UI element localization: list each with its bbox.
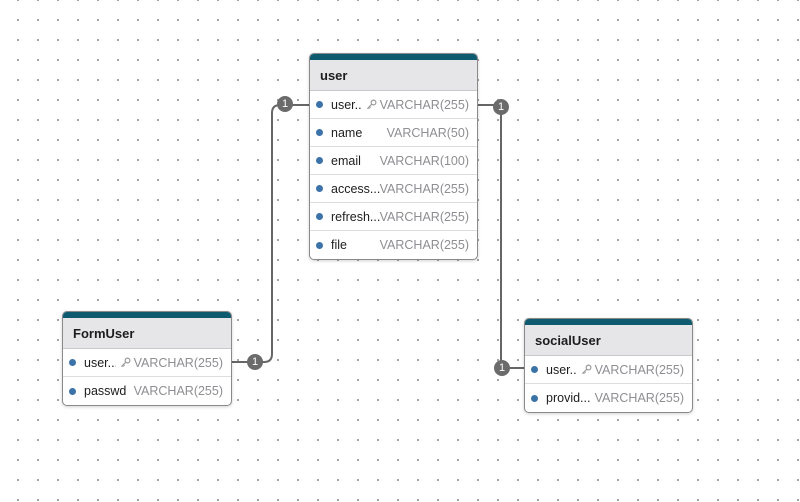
column-dot-icon [316, 129, 323, 136]
column-dot-icon [316, 157, 323, 164]
table-accent-bar [310, 54, 477, 60]
cardinality-badge-user-socialuser-source: 1 [493, 99, 509, 115]
column-dot-icon [69, 359, 76, 366]
column-row[interactable]: access... VARCHAR(255) [310, 175, 477, 203]
table-title[interactable]: FormUser [63, 318, 231, 349]
edge-user-socialuser[interactable] [478, 104, 525, 369]
column-type: VARCHAR(100) [379, 153, 469, 168]
column-dot-icon [316, 101, 323, 108]
table-accent-bar [525, 319, 692, 325]
column-type: VARCHAR(255) [379, 97, 469, 112]
cardinality-badge-user-formuser-source: 1 [277, 96, 293, 112]
column-name: access... [331, 181, 380, 196]
edge-user-formuser[interactable] [232, 104, 309, 363]
key-icon [366, 99, 377, 110]
column-name: file [331, 238, 347, 252]
column-list: user... VARCHAR(255) provid... VARCHAR(2… [525, 356, 692, 412]
cardinality-badge-user-socialuser-target: 1 [494, 360, 510, 376]
column-row[interactable]: refresh... VARCHAR(255) [310, 203, 477, 231]
column-type: VARCHAR(255) [594, 362, 684, 377]
column-row[interactable]: passwd VARCHAR(255) [63, 377, 231, 405]
column-type: VARCHAR(50) [386, 125, 469, 140]
column-type: VARCHAR(255) [379, 209, 469, 224]
column-dot-icon [316, 213, 323, 220]
cardinality-badge-user-formuser-target: 1 [247, 354, 263, 370]
column-name: user... [546, 362, 577, 377]
table-formuser[interactable]: FormUser user... VARCHAR(255) passwd VAR… [62, 311, 232, 406]
column-row[interactable]: email VARCHAR(100) [310, 147, 477, 175]
column-name: passwd [84, 384, 127, 398]
column-dot-icon [316, 185, 323, 192]
column-type: VARCHAR(255) [133, 355, 223, 370]
column-dot-icon [316, 241, 323, 249]
column-name: email [331, 153, 361, 168]
table-accent-bar [63, 312, 231, 318]
column-type: VARCHAR(255) [379, 181, 469, 196]
table-socialuser[interactable]: socialUser user... VARCHAR(255) provid..… [524, 318, 693, 413]
column-row[interactable]: user... VARCHAR(255) [310, 91, 477, 119]
column-list: user... VARCHAR(255) passwd VARCHAR(255) [63, 349, 231, 405]
column-name: provid... [546, 391, 591, 405]
table-user[interactable]: user user... VARCHAR(255) name VARCHAR(5… [309, 53, 478, 260]
column-dot-icon [531, 366, 538, 373]
column-row[interactable]: user... VARCHAR(255) [63, 349, 231, 377]
column-row[interactable]: provid... VARCHAR(255) [525, 384, 692, 412]
column-name: user... [84, 355, 116, 370]
table-title[interactable]: user [310, 60, 477, 91]
column-row[interactable]: name VARCHAR(50) [310, 119, 477, 147]
column-row[interactable]: user... VARCHAR(255) [525, 356, 692, 384]
key-icon [581, 364, 592, 375]
column-name: refresh... [331, 209, 380, 224]
column-dot-icon [69, 387, 76, 395]
column-type: VARCHAR(255) [379, 238, 469, 252]
key-icon [120, 357, 131, 368]
column-list: user... VARCHAR(255) name VARCHAR(50) em… [310, 91, 477, 259]
column-name: user... [331, 97, 362, 112]
column-dot-icon [531, 394, 538, 402]
column-type: VARCHAR(255) [133, 384, 223, 398]
column-type: VARCHAR(255) [594, 391, 684, 405]
column-row[interactable]: file VARCHAR(255) [310, 231, 477, 259]
table-title[interactable]: socialUser [525, 325, 692, 356]
column-name: name [331, 125, 363, 140]
